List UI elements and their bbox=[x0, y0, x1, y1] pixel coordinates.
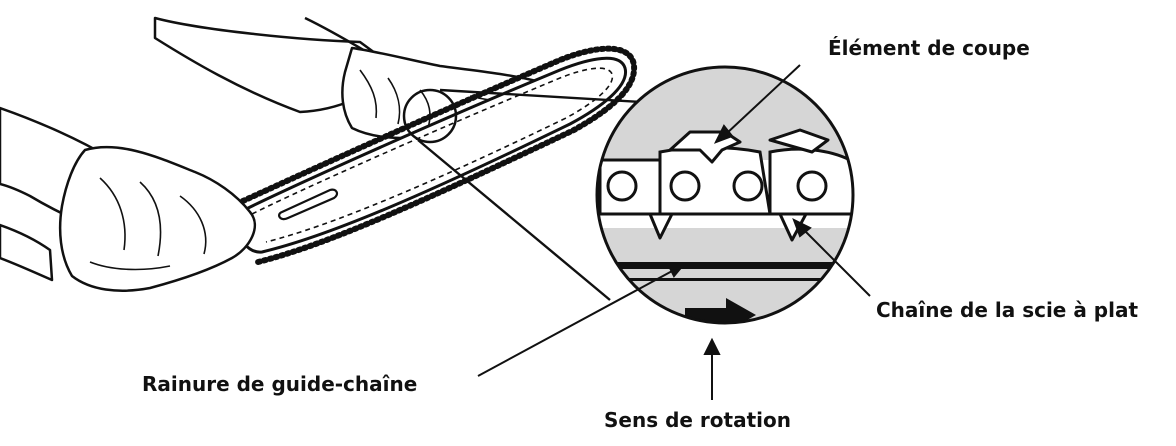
detail-view bbox=[595, 65, 855, 325]
chain-rivets bbox=[606, 170, 828, 202]
guide-bar bbox=[235, 56, 627, 254]
guide-bar-slot bbox=[278, 188, 339, 221]
chain-label: Chaîne de la scie à plat bbox=[876, 298, 1139, 322]
leader-lines bbox=[477, 64, 871, 400]
magnifier-circle bbox=[402, 88, 458, 144]
rotation-label: Sens de rotation bbox=[604, 408, 791, 432]
saw-chain bbox=[229, 45, 638, 265]
cutting-element-label: Élément de coupe bbox=[828, 36, 1030, 60]
lower-glove bbox=[58, 145, 256, 292]
groove-label: Rainure de guide-chaîne bbox=[142, 372, 418, 396]
guide-groove bbox=[597, 262, 853, 269]
